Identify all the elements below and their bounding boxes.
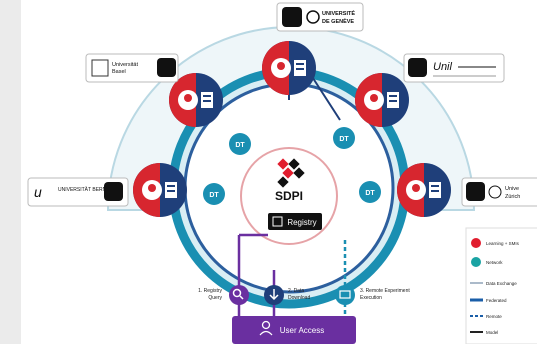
institution-label-basel: Universität Basel: [85, 53, 179, 83]
node-badge: DT: [359, 181, 381, 203]
institution-label-bern: u UNIVERSITÄT BERN: [27, 177, 129, 207]
legend: Learning + SMIs Network Data Exchange Fe…: [465, 227, 537, 344]
user-access-label: User Access: [280, 326, 324, 335]
svg-text:Basel: Basel: [112, 69, 126, 75]
registry-query-icon: [229, 285, 249, 305]
svg-text:UNIVERSITÉ: UNIVERSITÉ: [322, 9, 355, 17]
node-badge: DT: [229, 133, 251, 155]
registry-label: Registry: [287, 218, 316, 227]
institution-label-zurich: Unive Zürich: [461, 177, 537, 207]
svg-text:DT: DT: [235, 142, 245, 149]
registry-icon: [272, 216, 283, 227]
institution-label-geneve: UNIVERSITÉ DE GENÈVE: [276, 2, 364, 32]
legend-item: Remote: [486, 314, 502, 319]
legend-item: Learning + SMIs: [486, 241, 520, 246]
flow-sub-remote: Execution: [360, 295, 382, 301]
svg-text:DT: DT: [339, 136, 349, 143]
institution-label-lausanne: Unil: [403, 53, 505, 83]
legend-item: Model: [486, 330, 498, 335]
flow-sub-download: Download: [288, 295, 310, 301]
legend-item: Data Exchange: [486, 281, 517, 286]
institution-node-zurich: [397, 163, 451, 217]
legend-swatch: [471, 257, 481, 267]
flow-label-query: 1. Registry: [198, 288, 222, 294]
institution-node-lausanne: [355, 73, 409, 127]
svg-text:Zürich: Zürich: [505, 194, 520, 200]
flow-label-download: 2. Data: [288, 288, 304, 294]
legend-item: Network: [486, 260, 503, 265]
data-download-icon: [264, 285, 284, 305]
institution-node-basel: [169, 73, 223, 127]
flow-sub-query: Query: [208, 295, 222, 301]
sdpi-title: SDPI: [275, 189, 303, 203]
legend-item: Federated: [486, 298, 507, 303]
svg-text:DT: DT: [365, 190, 375, 197]
svg-text:u: u: [34, 184, 42, 200]
user-icon: [259, 320, 273, 336]
svg-text:DE GENÈVE: DE GENÈVE: [322, 17, 354, 25]
institution-node-bern: [133, 163, 187, 217]
institution-node-geneve: [262, 41, 316, 95]
svg-text:Unive: Unive: [505, 186, 519, 192]
legend-swatch: [471, 238, 481, 248]
svg-text:Unil: Unil: [433, 61, 453, 73]
node-badge: DT: [203, 183, 225, 205]
flow-label-remote: 3. Remote Experiment: [360, 288, 410, 294]
node-badge: DT: [333, 127, 355, 149]
svg-text:DT: DT: [209, 192, 219, 199]
sdpi-logo-icon: [277, 158, 305, 188]
remote-execution-icon: [335, 285, 355, 305]
svg-text:UNIVERSITÄT BERN: UNIVERSITÄT BERN: [58, 186, 107, 193]
svg-text:Universität: Universität: [112, 62, 138, 68]
